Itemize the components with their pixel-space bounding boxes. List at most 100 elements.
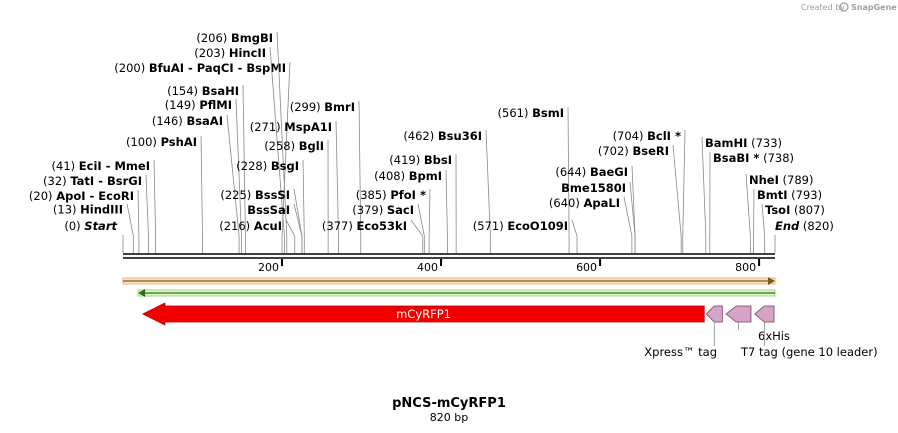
site-position: (702)	[598, 144, 633, 158]
site-bbsi[interactable]: (419) BbsI	[389, 153, 457, 253]
arrowhead-icon	[768, 277, 775, 285]
site-enzyme-name: BamHI	[705, 136, 747, 150]
site-label: (702) BseRI	[598, 144, 669, 158]
site-pfoi[interactable]: (385) PfoI *	[356, 188, 431, 253]
site-bamhi[interactable]: BamHI (733)	[701, 136, 782, 253]
site-enzyme-name: -	[184, 61, 197, 75]
site-bmgbi[interactable]: (206) BmgBI	[196, 31, 288, 253]
site-bme1580i[interactable]: Bme1580I	[561, 181, 636, 253]
site-connector	[485, 129, 491, 253]
site-enzyme-name: BaeGI	[590, 165, 628, 179]
site-bsaai[interactable]: (146) BsaAI	[152, 114, 240, 253]
site-bsmi[interactable]: (561) BsmI	[498, 106, 570, 253]
site-position: (820)	[799, 219, 834, 233]
site-bsahi[interactable]: (154) BsaHI	[167, 84, 246, 253]
site-bcli[interactable]: (704) BclI *	[613, 129, 686, 253]
site-ecii[interactable]: (41) EciI - MmeI	[52, 159, 157, 253]
site-bgli[interactable]: (258) BglI	[264, 139, 329, 253]
site-label: (146) BsaAI	[152, 114, 223, 128]
site-label: BsaBI * (738)	[713, 151, 794, 165]
feature-green-feature[interactable]	[137, 289, 776, 297]
site-apoi[interactable]: (20) ApoI - EcoRI	[29, 189, 140, 253]
site-bseri[interactable]: (702) BseRI	[598, 144, 682, 253]
site-enzyme-name: AcuI	[254, 219, 282, 233]
site-connector	[281, 61, 291, 253]
site-connector	[293, 203, 303, 253]
site-label: (216) AcuI	[219, 219, 282, 233]
site-baegi[interactable]: (644) BaeGI	[555, 165, 636, 253]
site-position: (0)	[64, 219, 84, 233]
site-position: (419)	[389, 153, 424, 167]
site-position: (807)	[790, 203, 825, 217]
site-label: (206) BmgBI	[196, 31, 273, 45]
site-nhei[interactable]: NheI (789)	[745, 173, 813, 253]
site-enzyme-name: Bsu36I	[438, 129, 482, 143]
site-position: (228)	[236, 159, 271, 173]
site-acui[interactable]: (216) AcuI	[219, 219, 296, 253]
site-start[interactable]: (0) Start	[64, 219, 124, 253]
site-apali[interactable]: (640) ApaLI	[549, 196, 633, 253]
site-connector	[571, 219, 578, 253]
site-bsssai[interactable]: BssSaI	[247, 203, 303, 253]
snapgene-logo-icon	[839, 2, 849, 12]
site-bfuai[interactable]: (200) BfuAI - PaqCI - BspMI	[114, 61, 291, 253]
site-enzyme-name: *	[749, 151, 759, 165]
site-enzyme-name: -	[86, 189, 99, 203]
site-enzyme-name: BsmI	[532, 106, 564, 120]
site-mspa1i[interactable]: (271) MspA1I	[250, 120, 339, 253]
site-position: (561)	[498, 106, 533, 120]
site-connector	[358, 100, 362, 253]
restriction-sites: (0) Start(13) HindIII(20) ApoI - EcoRI(3…	[29, 31, 834, 253]
site-connector	[672, 144, 682, 253]
site-connector	[242, 84, 246, 253]
site-ecoo109i[interactable]: (571) EcoO109I	[473, 219, 578, 253]
ruler-tick-label: 600	[576, 261, 597, 274]
site-bsgi[interactable]: (228) BsgI	[236, 159, 305, 253]
feature-xpress-tag[interactable]: Xpress™ tag	[644, 305, 723, 359]
site-bmti[interactable]: BmtI (793)	[753, 188, 823, 253]
site-bmri[interactable]: (299) BmrI	[290, 100, 362, 253]
tag-arrow	[754, 305, 775, 323]
site-enzyme-name: ApoI	[56, 189, 85, 203]
site-bsabi[interactable]: BsaBI * (738)	[709, 151, 794, 253]
site-label: (41) EciI - MmeI	[52, 159, 150, 173]
site-enzyme-name: NheI	[749, 173, 779, 187]
site-enzyme-name: PflMI	[199, 98, 232, 112]
site-position: (271)	[250, 120, 285, 134]
site-enzyme-name: EciI	[79, 159, 102, 173]
site-connector	[302, 159, 305, 253]
site-eco53ki[interactable]: (377) Eco53kI	[322, 219, 424, 253]
feature-mcyrfp1[interactable]: mCyRFP1	[141, 302, 705, 326]
site-label: End (820)	[775, 219, 834, 233]
site-end[interactable]: End (820)	[774, 219, 834, 253]
feature-orange-feature[interactable]	[122, 277, 776, 285]
site-pshai[interactable]: (100) PshAI	[126, 135, 203, 253]
plasmid-name: pNCS-mCyRFP1	[392, 396, 506, 411]
site-position: (704)	[613, 129, 648, 143]
site-position: (225)	[220, 188, 255, 202]
site-enzyme-name: HindIII	[80, 203, 123, 217]
site-position: (408)	[374, 169, 409, 183]
site-hincii[interactable]: (203) HincII	[194, 46, 285, 253]
site-label: (20) ApoI - EcoRI	[29, 189, 134, 203]
site-bsu36i[interactable]: (462) Bsu36I	[403, 129, 491, 253]
site-hindiii[interactable]: (13) HindIII	[53, 203, 134, 253]
feature-6xhis-tag[interactable]: 6xHis	[725, 305, 790, 343]
site-bsssi[interactable]: (225) BssSI	[220, 188, 303, 253]
site-tati[interactable]: (32) TatI - BsrGI	[43, 174, 149, 253]
site-pflmi[interactable]: (149) PflMI	[165, 98, 242, 253]
feature-label: mCyRFP1	[396, 307, 451, 321]
feature-t7-tag[interactable]: T7 tag (gene 10 leader)	[740, 305, 878, 359]
site-position: (32)	[43, 174, 70, 188]
site-label: (154) BsaHI	[167, 84, 239, 98]
site-label: (203) HincII	[194, 46, 266, 60]
site-connector	[567, 106, 570, 253]
site-label: (379) SacI	[352, 203, 414, 217]
site-saci[interactable]: (379) SacI	[352, 203, 425, 253]
site-tsoi[interactable]: TsoI (807)	[761, 203, 825, 253]
site-bpmi[interactable]: (408) BpmI	[374, 169, 448, 253]
site-position: (41)	[52, 159, 79, 173]
site-connector	[126, 203, 134, 253]
